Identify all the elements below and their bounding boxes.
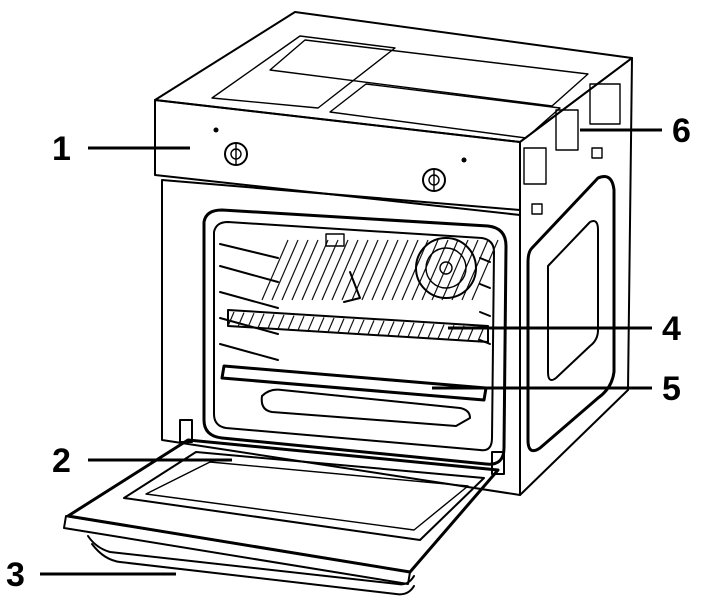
shelf-wire [287,315,295,330]
convection-fan-icon [415,237,477,299]
shelf-wire [267,314,275,329]
shelf-wire [377,320,385,336]
shelf-wire [317,317,325,332]
shelf-wire [427,323,435,339]
back-wall-texture-line [441,239,469,301]
back-wall-texture-line [311,239,339,301]
side-rails-left [219,243,279,361]
back-wall-texture-line [341,239,369,301]
shelf-wire [367,320,375,335]
shelf-wire [277,314,285,330]
oven-side-panel [519,57,633,496]
wire-shelf [227,309,489,343]
shelf-wire [247,312,255,328]
shelf-wire [227,311,235,327]
back-wall-texture-line [351,239,379,301]
shelf-wire [257,313,265,329]
shelf-wire [347,318,355,334]
shelf-wire [437,324,445,339]
shelf-wire [397,321,405,337]
side-rails-right [479,257,491,345]
back-wall-texture-line [411,239,439,301]
back-wall-texture-line [301,239,329,301]
back-wall-texture-line [391,239,419,301]
callout-number-5: 5 [662,370,681,408]
callout-number-2: 2 [52,442,71,480]
back-wall-texture-line [371,239,399,301]
oven-cavity [219,233,499,361]
back-wall-texture-line [471,239,499,301]
back-wall-texture-line [291,239,319,301]
baking-tray [220,364,488,427]
back-wall-texture-line [321,239,349,301]
back-wall-texture-line [451,239,479,301]
shelf-wire [417,323,425,338]
oven-top-surface [154,11,633,143]
back-wall-texture-line [271,239,299,301]
indicator-light-left [213,127,219,133]
back-wall-texture-line [381,239,409,301]
oven-front-frame [161,179,521,496]
control-knob-left [224,142,248,166]
callout-number-3: 3 [6,556,25,594]
back-wall-texture-line [331,239,359,301]
back-wall-texture-line [261,239,289,301]
callout-leaders [40,128,662,576]
shelf-wire [327,317,335,333]
back-wall-texture-line [281,239,309,301]
callout-number-4: 4 [662,310,681,348]
callout-number-6: 6 [672,112,691,150]
shelf-wire [407,322,415,338]
callout-number-1: 1 [52,130,71,168]
control-panel [154,99,521,216]
shelf-wire [337,318,345,333]
control-knob-right [422,168,446,192]
shelf-wire [387,321,395,336]
shelf-wire [237,312,245,327]
callout-labels: 1 2 3 4 5 6 [6,112,691,594]
oven-door [63,419,505,585]
shelf-wire [297,315,305,331]
shelf-wire [357,319,365,335]
back-wall-texture-line [401,239,429,301]
back-wall-texture-line [361,239,389,301]
indicator-light-right [461,157,467,163]
shelf-wire [307,316,315,332]
door-handle [87,535,415,596]
